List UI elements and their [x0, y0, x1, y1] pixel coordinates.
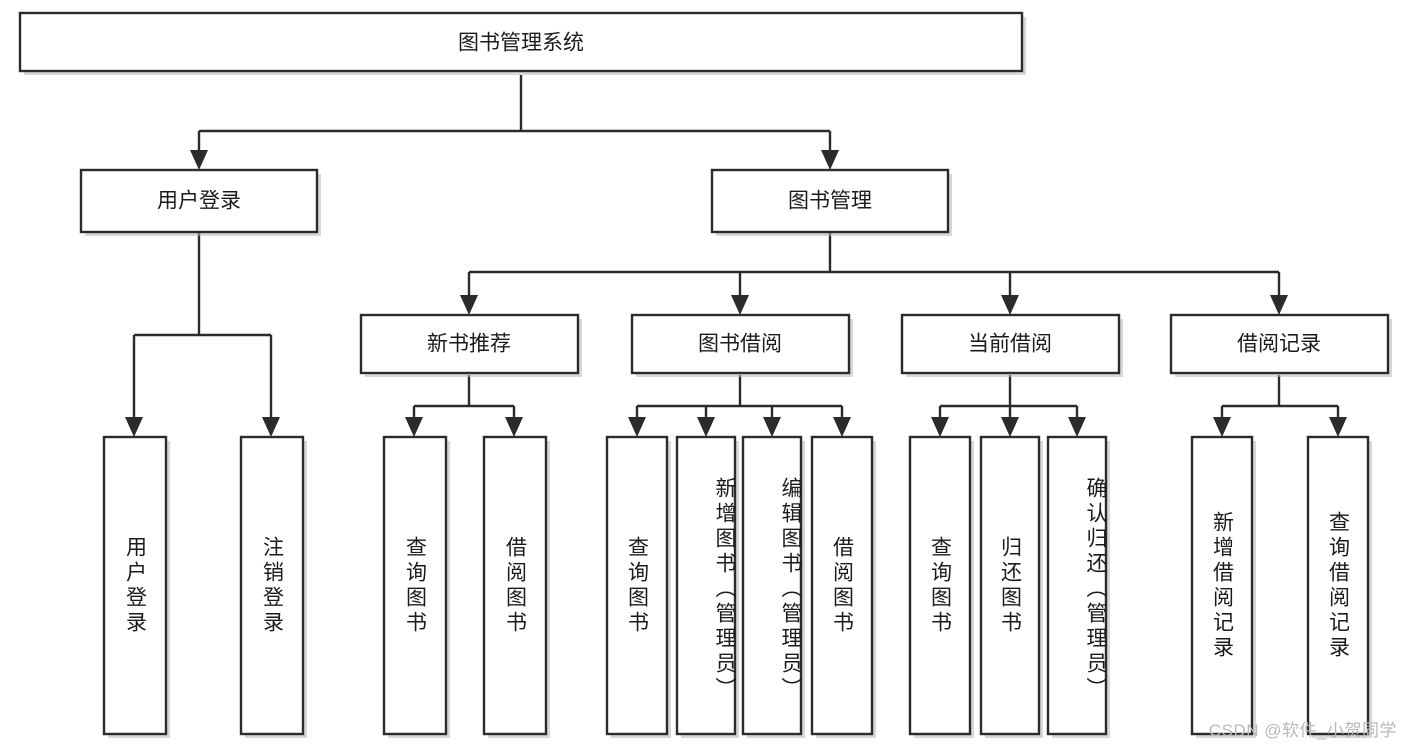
leaf-user-login-1-box[interactable] [102, 435, 168, 736]
arrow-bookmanage-to-new-book [460, 295, 478, 315]
arrow-bookborrow-leaf-4 [833, 417, 851, 437]
arrow-root-to-book-manage [821, 150, 839, 170]
arrow-bookmanage-to-borrow-record [1270, 295, 1288, 315]
leaf-borrow-record-2-box[interactable] [1306, 435, 1370, 736]
arrow-newbook-leaf-2 [505, 417, 523, 437]
current-borrow-node-label: 当前借阅 [968, 333, 1052, 356]
arrow-currentborrow-leaf-2 [1001, 417, 1019, 437]
arrow-userlogin-leaf-1 [125, 417, 143, 437]
book-borrow-node-box[interactable] [630, 313, 851, 375]
arrow-currentborrow-leaf-3 [1068, 417, 1086, 437]
leaf-book-borrow-1-box[interactable] [605, 435, 669, 736]
edge-layer [125, 75, 1347, 437]
book-manage-node-box[interactable] [710, 168, 950, 234]
csdn-watermark: CSDN @软件_小贺同学 [1208, 721, 1397, 740]
new-book-recommend-node-box[interactable] [359, 313, 580, 375]
leaf-current-borrow-1-box[interactable] [908, 435, 972, 736]
arrow-root-to-user-login [190, 150, 208, 170]
arrow-newbook-leaf-1 [405, 417, 423, 437]
leaf-user-login-2-box[interactable] [239, 435, 305, 736]
current-borrow-node-box[interactable] [900, 313, 1121, 375]
arrow-currentborrow-leaf-1 [931, 417, 949, 437]
arrow-bookmanage-to-current-borrow [1001, 295, 1019, 315]
new-book-recommend-node-label: 新书推荐 [427, 333, 511, 356]
leaf-borrow-record-1-box[interactable] [1190, 435, 1254, 736]
node-layer: 图书管理系统 用户登录 图书管理 新书推荐 图书借阅 当前借阅 借阅记录 [18, 11, 1392, 738]
leaf-new-book-2-box[interactable] [482, 435, 548, 736]
arrow-bookborrow-leaf-2 [697, 417, 715, 437]
borrow-record-node-label: 借阅记录 [1237, 333, 1321, 356]
root-node-box[interactable] [18, 11, 1024, 73]
arrow-borrowrecord-leaf-1 [1213, 417, 1231, 437]
leaf-book-borrow-3-box[interactable] [741, 435, 803, 736]
leaf-current-borrow-3-box[interactable] [1046, 435, 1108, 736]
user-login-node-label: 用户登录 [157, 190, 241, 213]
arrow-borrowrecord-leaf-2 [1329, 417, 1347, 437]
leaf-current-borrow-2-box[interactable] [979, 435, 1041, 736]
leaf-book-borrow-4-box[interactable] [810, 435, 874, 736]
book-manage-node-label: 图书管理 [788, 190, 872, 213]
user-login-node-box[interactable] [79, 168, 319, 234]
arrow-bookmanage-to-book-borrow [731, 295, 749, 315]
arrow-bookborrow-leaf-1 [628, 417, 646, 437]
arrow-userlogin-leaf-2 [262, 417, 280, 437]
leaf-book-borrow-2-box[interactable] [675, 435, 737, 736]
arrow-bookborrow-leaf-3 [763, 417, 781, 437]
borrow-record-node-box[interactable] [1169, 313, 1390, 375]
leaf-new-book-1-box[interactable] [382, 435, 448, 736]
root-node-label: 图书管理系统 [458, 32, 584, 55]
book-borrow-node-label: 图书借阅 [698, 333, 782, 356]
